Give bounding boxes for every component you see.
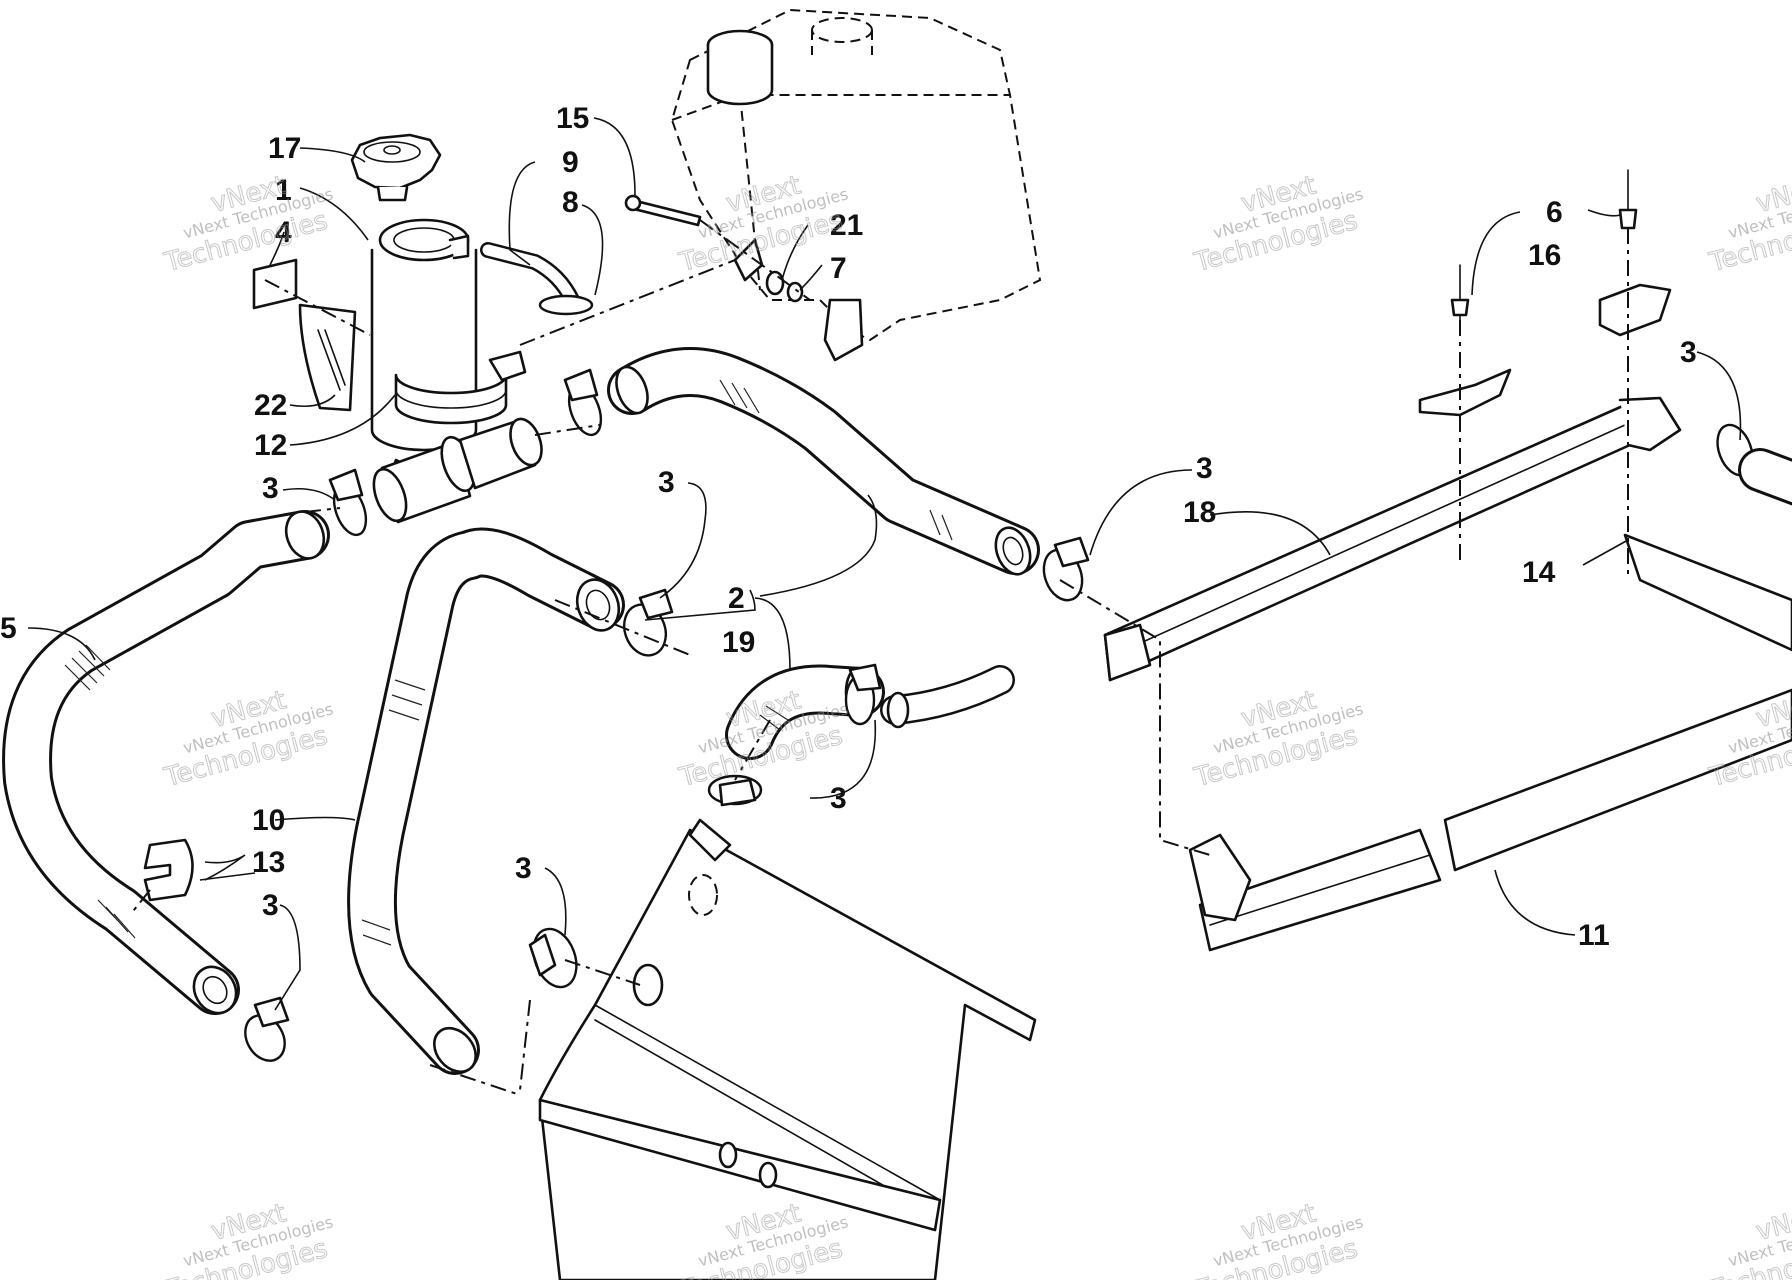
callout-15: 15	[556, 102, 589, 135]
watermark: vNext vNext Technologies Technologies	[1190, 1198, 1365, 1280]
watermark: vNext vNext Technologies Technologies	[1190, 170, 1365, 279]
heat-exchanger-11	[1188, 688, 1792, 952]
assembly-lines	[129, 219, 1211, 1096]
callout-17: 17	[268, 132, 301, 165]
callout-10: 10	[252, 804, 285, 837]
washer-21	[765, 270, 785, 296]
callout-3f: 3	[830, 782, 847, 815]
callout-12: 12	[254, 429, 287, 462]
callout-3d: 3	[1196, 452, 1213, 485]
leader-lines	[27, 117, 1742, 1011]
clamp-3d	[1042, 536, 1090, 602]
watermark: vNext vNext Technologies Technologies	[1705, 170, 1792, 279]
callout-3i: 3	[1680, 336, 1697, 369]
callout-7: 7	[830, 252, 847, 285]
nut-7	[786, 281, 804, 303]
callout-9: 9	[562, 146, 579, 179]
callout-2: 2	[728, 582, 745, 615]
callout-16: 16	[1528, 239, 1561, 272]
hose-5	[2, 510, 330, 1015]
hose-2	[607, 347, 1040, 576]
pipe-stub	[1738, 448, 1792, 506]
screw-15	[624, 194, 702, 227]
breather-hose-9	[480, 242, 594, 316]
callout-3a: 3	[262, 472, 279, 505]
clamp-3h	[528, 927, 578, 989]
clamp-3a	[328, 468, 368, 537]
connector-hose	[880, 665, 1015, 729]
callout-6: 6	[1546, 196, 1563, 229]
watermark: vNext vNext Technologies Technologies	[160, 1198, 335, 1280]
rivet-6	[1598, 169, 1672, 575]
watermark: vNext vNext Technologies Technologies	[1705, 1198, 1792, 1280]
clamp-3e	[844, 663, 882, 726]
watermark: vNext vNext Technologies Technologies	[160, 170, 335, 279]
callout-19: 19	[722, 626, 755, 659]
callouts: 17 1 4 22 12 9 8 15 21 7 6 16 3 3 18 14 …	[0, 102, 1697, 952]
callout-13: 13	[252, 846, 285, 879]
callout-5: 5	[0, 612, 17, 645]
clip-13	[143, 838, 194, 902]
callout-1: 1	[275, 174, 292, 207]
watermark: vNext vNext Technologies Technologies	[160, 685, 335, 794]
callout-3b: 3	[658, 466, 675, 499]
tee-connector	[372, 417, 543, 524]
callout-3g: 3	[262, 889, 279, 922]
callout-8: 8	[562, 186, 579, 219]
callout-14: 14	[1522, 556, 1556, 589]
callout-3h: 3	[515, 852, 532, 885]
callout-22: 22	[254, 389, 287, 422]
heat-exchanger-14	[1623, 533, 1792, 652]
callout-18: 18	[1183, 496, 1216, 529]
clamp-3f	[707, 774, 763, 807]
rivet-16	[1418, 264, 1512, 560]
radiator-panel	[538, 818, 1037, 1280]
callout-21: 21	[830, 209, 863, 242]
callout-4: 4	[275, 216, 292, 249]
clamp-3b	[563, 368, 603, 437]
hose-10	[347, 527, 625, 1075]
watermark: vNext vNext Technologies Technologies	[1190, 685, 1365, 794]
heat-exchanger-18	[1103, 396, 1682, 682]
callout-11: 11	[1578, 919, 1610, 952]
clamp-3c	[623, 588, 674, 657]
clamp-3g	[244, 996, 290, 1062]
coolant-tank	[670, 8, 1042, 362]
